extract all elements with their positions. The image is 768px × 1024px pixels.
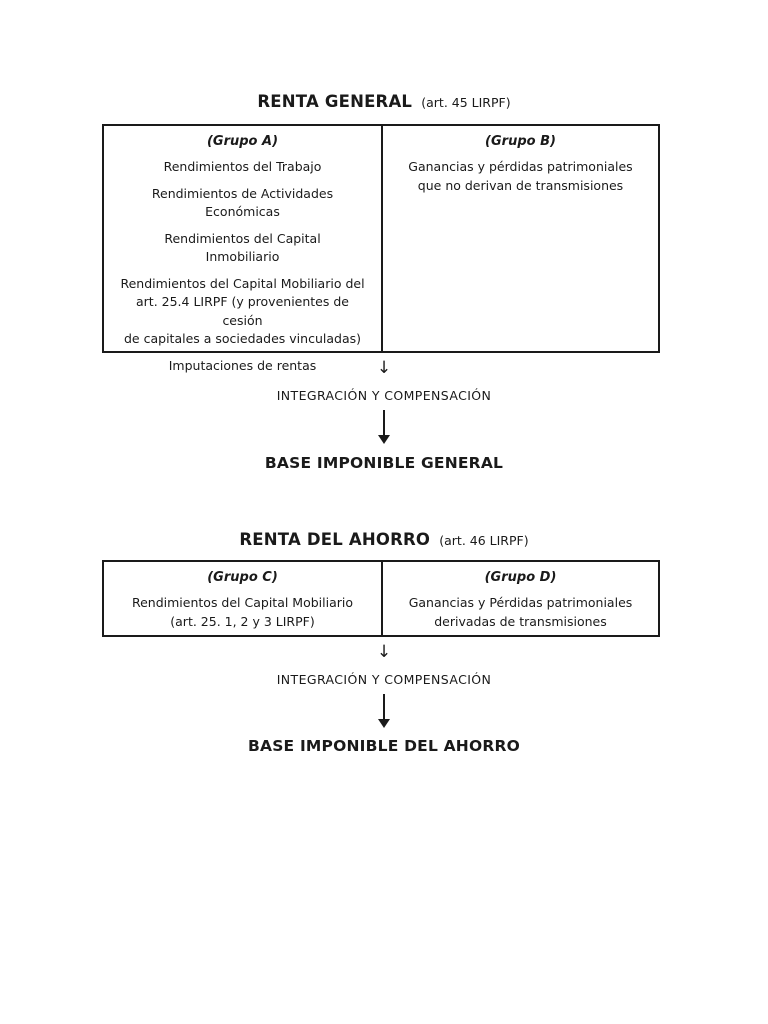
list-item: Rendimientos del Capital Mobiliario (art… <box>131 595 354 629</box>
list-item: Rendimientos del Trabajo <box>163 159 322 174</box>
column-header-grupo-b: (Grupo B) <box>485 134 556 149</box>
section-title-suffix: (art. 46 LIRPF) <box>439 533 529 548</box>
column-grupo-d: (Grupo D) Ganancias y Pérdidas patrimoni… <box>381 562 658 635</box>
integration-step-label: INTEGRACIÓN Y COMPENSACIÓN <box>276 388 492 403</box>
arrow-head <box>378 435 390 444</box>
section-title-renta-del-ahorro: RENTA DEL AHORRO (art. 46 LIRPF) <box>0 530 768 549</box>
list-item: Ganancias y pérdidas patrimoniales que n… <box>408 159 633 193</box>
group-table-renta-general: (Grupo A) Rendimientos del Trabajo Rendi… <box>102 124 660 373</box>
down-arrow-icon: ↓ <box>376 642 392 662</box>
down-arrow-icon: ↓ <box>376 358 392 378</box>
section-title-suffix: (art. 45 LIRPF) <box>421 95 511 110</box>
list-item: Imputaciones de rentas <box>168 357 317 373</box>
column-header-grupo-c: (Grupo C) <box>207 570 278 585</box>
arrow-head <box>378 719 390 728</box>
group-table-renta-del-ahorro: (Grupo C) Rendimientos del Capital Mobil… <box>102 560 660 637</box>
list-item: Rendimientos de Actividades Económicas <box>151 185 334 220</box>
column-header-grupo-d: (Grupo D) <box>484 570 557 585</box>
section-title-text: RENTA DEL AHORRO <box>239 530 431 549</box>
arrow-shaft <box>383 410 385 435</box>
column-grupo-b: (Grupo B) Ganancias y pérdidas patrimoni… <box>381 126 658 351</box>
down-arrow-icon <box>0 410 768 444</box>
section-title-text: RENTA GENERAL <box>257 92 413 111</box>
down-arrow-icon <box>0 694 768 728</box>
result-label-base-imponible-ahorro: BASE IMPONIBLE DEL AHORRO <box>247 737 521 755</box>
integration-step-label: INTEGRACIÓN Y COMPENSACIÓN <box>276 672 492 687</box>
list-item: Rendimientos del Capital Inmobiliario <box>164 230 321 265</box>
column-header-grupo-a: (Grupo A) <box>206 134 279 149</box>
list-item: Rendimientos del Capital Mobiliario del … <box>120 275 365 347</box>
column-grupo-a: (Grupo A) Rendimientos del Trabajo Rendi… <box>104 126 381 373</box>
arrow-shaft <box>383 694 385 719</box>
section-title-renta-general: RENTA GENERAL (art. 45 LIRPF) <box>0 92 768 111</box>
result-label-base-imponible-general: BASE IMPONIBLE GENERAL <box>264 454 504 472</box>
list-item: Ganancias y Pérdidas patrimoniales deriv… <box>408 595 633 629</box>
column-grupo-c: (Grupo C) Rendimientos del Capital Mobil… <box>104 562 381 635</box>
